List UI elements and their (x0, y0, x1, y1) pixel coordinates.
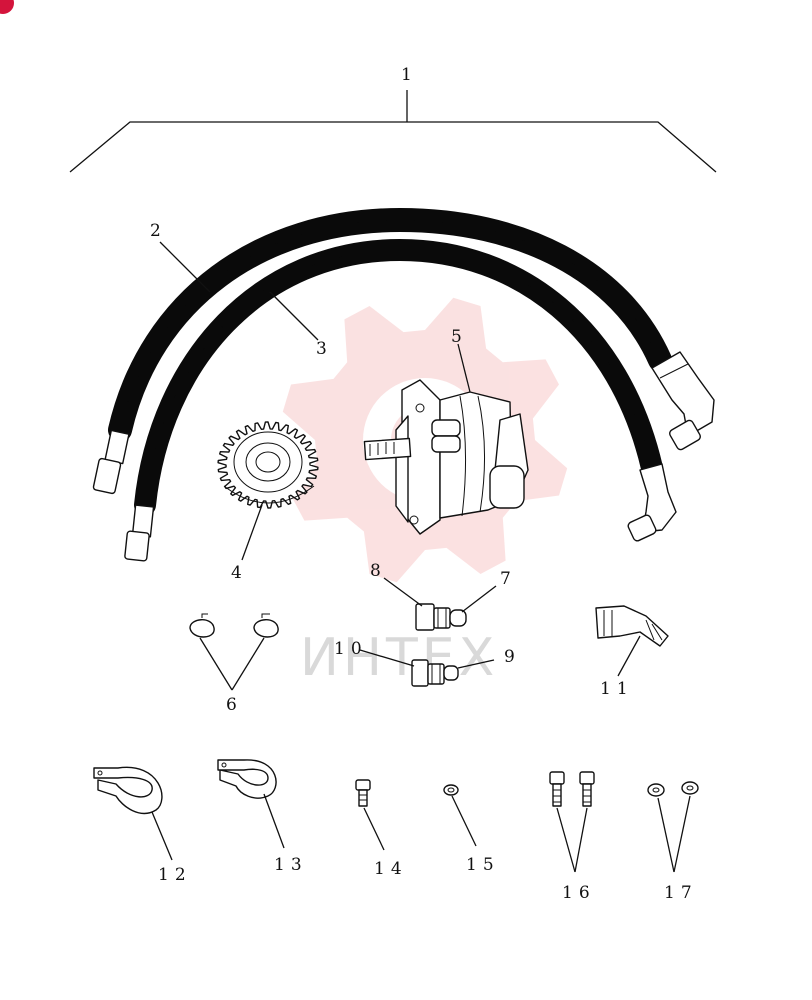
hose-2-right-elbow (651, 351, 715, 451)
hose-2-left-fitting (92, 429, 130, 495)
adapter-fitting-9-10 (411, 659, 459, 687)
callout-9: 9 (504, 647, 521, 667)
callout-16: 16 (562, 883, 596, 903)
callout-3: 3 (316, 339, 333, 359)
callout-14: 14 (374, 859, 408, 879)
hose-3-right-elbow (627, 463, 677, 542)
assembly-bracket (69, 90, 717, 173)
drive-gear (217, 421, 319, 509)
callout-11: 11 (600, 679, 634, 699)
callout-13: 13 (274, 855, 308, 875)
hose-3 (124, 238, 677, 562)
callout-4: 4 (231, 563, 248, 583)
callout-12: 12 (158, 865, 192, 885)
callout-15: 15 (466, 855, 500, 875)
callout-labels: 1 2 3 4 5 6 7 8 9 10 11 12 13 14 15 16 1… (150, 65, 698, 903)
callout-8: 8 (370, 561, 387, 581)
spring-clips-6 (189, 613, 279, 638)
callout-1: 1 (401, 65, 418, 85)
leader-lines (151, 241, 691, 873)
elbow-fitting-11 (595, 605, 669, 647)
callout-10: 10 (334, 639, 368, 659)
callout-5: 5 (451, 327, 468, 347)
hose-clamp-12 (93, 766, 163, 815)
hose-clamp-13 (217, 759, 277, 799)
bolts-16 (549, 771, 595, 807)
washer-15 (443, 784, 459, 796)
hose-2 (92, 207, 715, 495)
adapter-fitting-7-8 (415, 603, 467, 631)
callout-2: 2 (150, 221, 167, 241)
hydraulic-pump (363, 379, 529, 535)
bolt-14 (355, 779, 371, 807)
hose-3-left-fitting (124, 504, 155, 562)
callout-17: 17 (664, 883, 698, 903)
callout-7: 7 (500, 569, 517, 589)
corner-badge (0, 0, 14, 14)
washers-17 (647, 781, 699, 797)
watermark-text: ИНТЕХ (300, 628, 498, 688)
callout-6: 6 (226, 695, 243, 715)
